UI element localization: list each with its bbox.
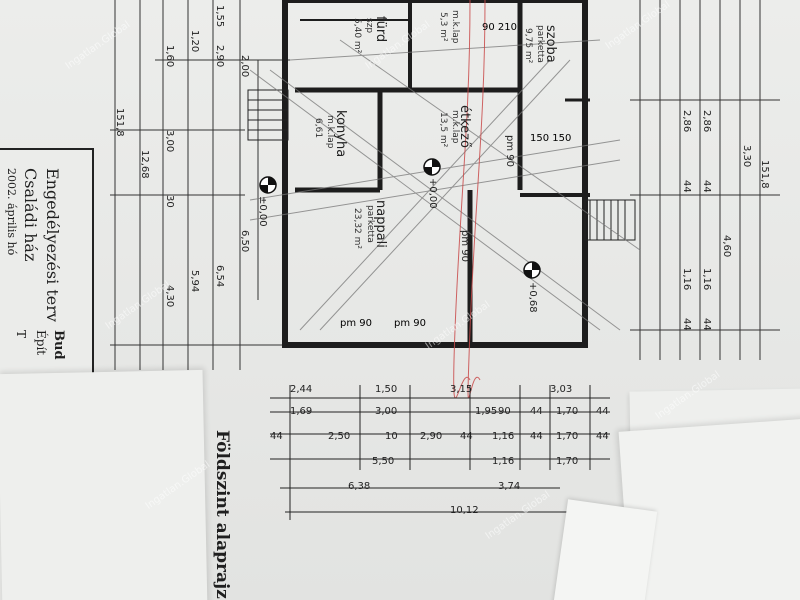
level-text-main: ±0,00: [257, 196, 268, 227]
dim-right-6: 44: [701, 180, 712, 193]
dim-right-3: 4,60: [721, 235, 732, 258]
title-block-line3: 2002. április hó: [5, 168, 18, 256]
dim-right-8: 1,16: [701, 268, 712, 291]
dim-right-5: 2,86: [681, 110, 692, 133]
dim-left-6: 30: [164, 195, 175, 208]
title-side-label-2: Épít: [34, 330, 48, 356]
dim-bottom-10: 1,70: [556, 406, 579, 417]
dim-right-11: 44: [681, 318, 692, 331]
room-floor-etkezo: m.k.lap: [450, 110, 460, 144]
dim-bottom-18: 44: [530, 431, 543, 442]
level-markers: [259, 158, 541, 279]
dim-bottom-25: 3,74: [498, 481, 521, 492]
dim-bottom-24: 6,38: [348, 481, 371, 492]
room-floor-konyha: m.k.lap: [325, 115, 335, 149]
dim-left-12: 2,90: [214, 45, 225, 68]
room-label-nappali: nappali: [373, 200, 388, 248]
level-text-dining: +0,00: [427, 178, 438, 209]
room-label-furdo: fürd: [373, 16, 388, 43]
dim-bottom-15: 2,90: [420, 431, 443, 442]
dim-bottom-16: 44: [460, 431, 473, 442]
dim-bottom-20: 44: [596, 431, 609, 442]
dim-bottom-23: 1,70: [556, 456, 579, 467]
title-block-line2: Családi ház: [21, 168, 40, 262]
level-text-living: +0,68: [527, 282, 538, 313]
dim-bottom-26: 10,12: [450, 505, 479, 516]
dim-bottom-21: 5,50: [372, 456, 395, 467]
opening-label-pm90-a: pm 90: [340, 318, 372, 329]
room-label-szoba: szoba: [543, 25, 558, 63]
dim-bottom-19: 1,70: [556, 431, 579, 442]
dim-right-4: 2,86: [701, 110, 712, 133]
dim-left-8: 5,94: [189, 270, 200, 293]
dim-bottom-1: 2,44: [290, 384, 313, 395]
dim-bottom-3: 3,15: [450, 384, 473, 395]
dim-bottom-12: 44: [270, 431, 283, 442]
dim-left-10: 6,50: [239, 230, 250, 253]
opening-label-90-210: 90 210: [482, 22, 517, 33]
dim-left-13: 1,55: [214, 5, 225, 28]
dim-bottom-7: 1,95: [475, 406, 498, 417]
title-side-label-3: T: [14, 330, 28, 339]
opening-label-pm90-b: pm 90: [394, 318, 426, 329]
room-area-szoba: 9,75 m²: [523, 28, 533, 64]
dim-bottom-22: 1,16: [492, 456, 515, 467]
dim-bottom-9: 44: [530, 406, 543, 417]
room-floor-top: m.k.lap: [450, 10, 460, 44]
opening-label-pm90-c: pm 90: [459, 230, 470, 262]
dim-right-1: 151,8: [759, 160, 770, 189]
dim-bottom-2: 1,50: [375, 384, 398, 395]
dim-left-5: 1,20: [189, 30, 200, 53]
dim-right-2: 3,30: [741, 145, 752, 168]
opening-label-pm90-d: pm 90: [504, 135, 515, 167]
dim-bottom-13: 2,50: [328, 431, 351, 442]
opening-label-150-150: 150 150: [530, 133, 572, 144]
room-label-konyha: konyha: [333, 110, 348, 158]
room-area-etkezo: 13,5 m²: [438, 112, 448, 148]
dim-bottom-5: 1,69: [290, 406, 313, 417]
dim-right-9: 1,16: [681, 268, 692, 291]
title-block-line1: Engedélyezési terv: [43, 168, 62, 322]
dim-bottom-6: 3,00: [375, 406, 398, 417]
room-area-furdo: 5,40 m²: [352, 18, 362, 54]
dim-left-11: 2,00: [239, 55, 250, 78]
room-floor-szoba: parketta: [535, 25, 545, 63]
dim-bottom-4: 3,03: [550, 384, 573, 395]
dim-bottom-14: 10: [385, 431, 398, 442]
room-area-konyha: 6,61: [313, 118, 323, 139]
dim-left-9: 6,54: [214, 265, 225, 288]
room-name-szoba: szoba: [543, 25, 558, 63]
dim-bottom-17: 1,16: [492, 431, 515, 442]
dim-left-3: 3,00: [164, 130, 175, 153]
room-floor-nappali: parketta: [365, 205, 375, 243]
room-area-nappali: 23,32 m²: [352, 208, 362, 250]
overlapping-paper-corner: [552, 499, 658, 600]
plan-title: Földszint alaprajz: [212, 430, 232, 599]
dim-bottom-8: 90: [498, 406, 511, 417]
dim-left-1: 151,8: [114, 108, 125, 137]
dim-left-4: 1,60: [164, 45, 175, 68]
dim-right-7: 44: [681, 180, 692, 193]
title-side-label-1: Bud: [51, 330, 66, 360]
room-area-top: 5,3 m²: [438, 12, 448, 42]
dim-right-10: 44: [701, 318, 712, 331]
dim-left-2: 12,68: [139, 150, 150, 179]
dim-bottom-11: 44: [596, 406, 609, 417]
room-floor-furdo: szp: [364, 18, 374, 34]
